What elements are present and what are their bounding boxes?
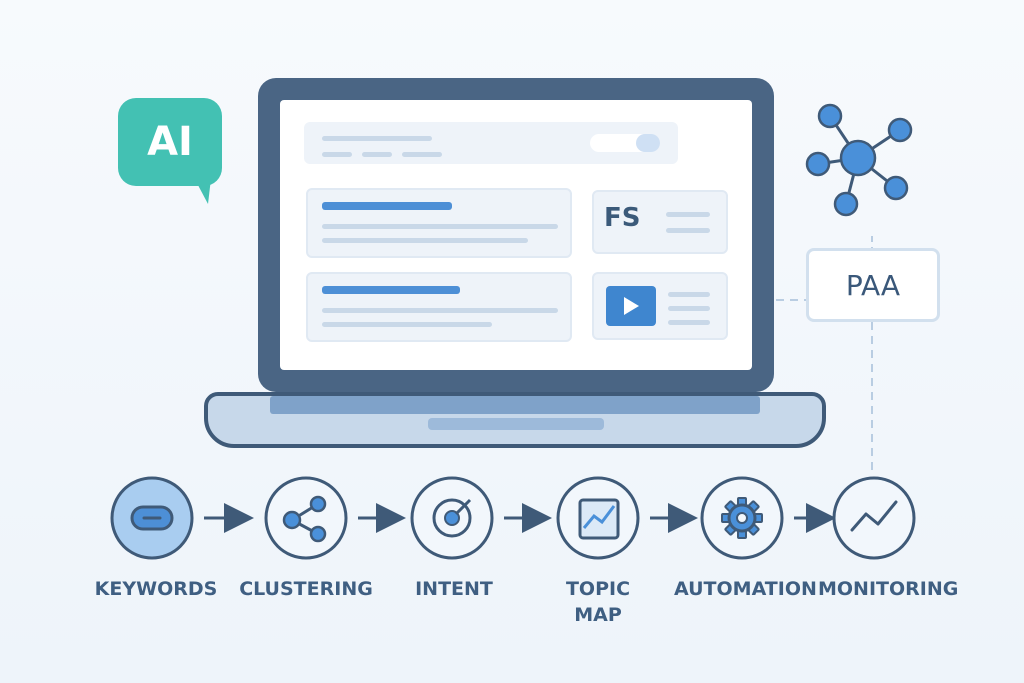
result-title-line (322, 286, 460, 294)
step-label-clustering: CLUSTERING (239, 578, 373, 600)
result-text-line (322, 224, 558, 229)
ai-bubble-tail (190, 170, 212, 204)
laptop-touchpad (428, 418, 604, 430)
video-text-line (668, 306, 710, 311)
search-text-line (322, 136, 432, 141)
result-text-line (322, 238, 528, 243)
step-label-monitoring: MONITORING (818, 578, 959, 600)
search-text-line (362, 152, 392, 157)
ai-chat-icon: AI (118, 98, 222, 186)
featured-snippet-card (592, 190, 728, 254)
result-text-line (322, 308, 558, 313)
workflow-steps (110, 476, 916, 560)
result-text-line (322, 322, 492, 327)
search-text-line (402, 152, 442, 157)
video-text-line (668, 320, 710, 325)
result-card (306, 188, 572, 258)
intent-target-icon (410, 476, 494, 560)
network-graph-icon (805, 103, 913, 217)
paa-label: PAA (845, 268, 901, 302)
monitoring-trend-icon (832, 476, 916, 560)
people-also-ask-box: PAA (806, 248, 940, 322)
automation-gear-icon (700, 476, 784, 560)
snippet-text-line (666, 228, 710, 233)
step-label-intent: INTENT (415, 578, 493, 600)
video-play-icon (606, 286, 656, 326)
featured-snippet-label: FS (604, 203, 641, 233)
laptop-keyboard (270, 396, 760, 414)
search-text-line (322, 152, 352, 157)
ai-label: AI (147, 119, 193, 165)
step-label-topic-map: TOPIC MAP (565, 578, 631, 626)
search-toggle-knob (636, 134, 660, 152)
result-title-line (322, 202, 452, 210)
step-label-keywords: KEYWORDS (94, 578, 218, 600)
video-text-line (668, 292, 710, 297)
clustering-step-icon (264, 476, 348, 560)
result-card (306, 272, 572, 342)
topic-map-icon (556, 476, 640, 560)
snippet-text-line (666, 212, 710, 217)
keywords-step-icon (110, 476, 194, 560)
step-label-automation: AUTOMATION (674, 578, 817, 600)
